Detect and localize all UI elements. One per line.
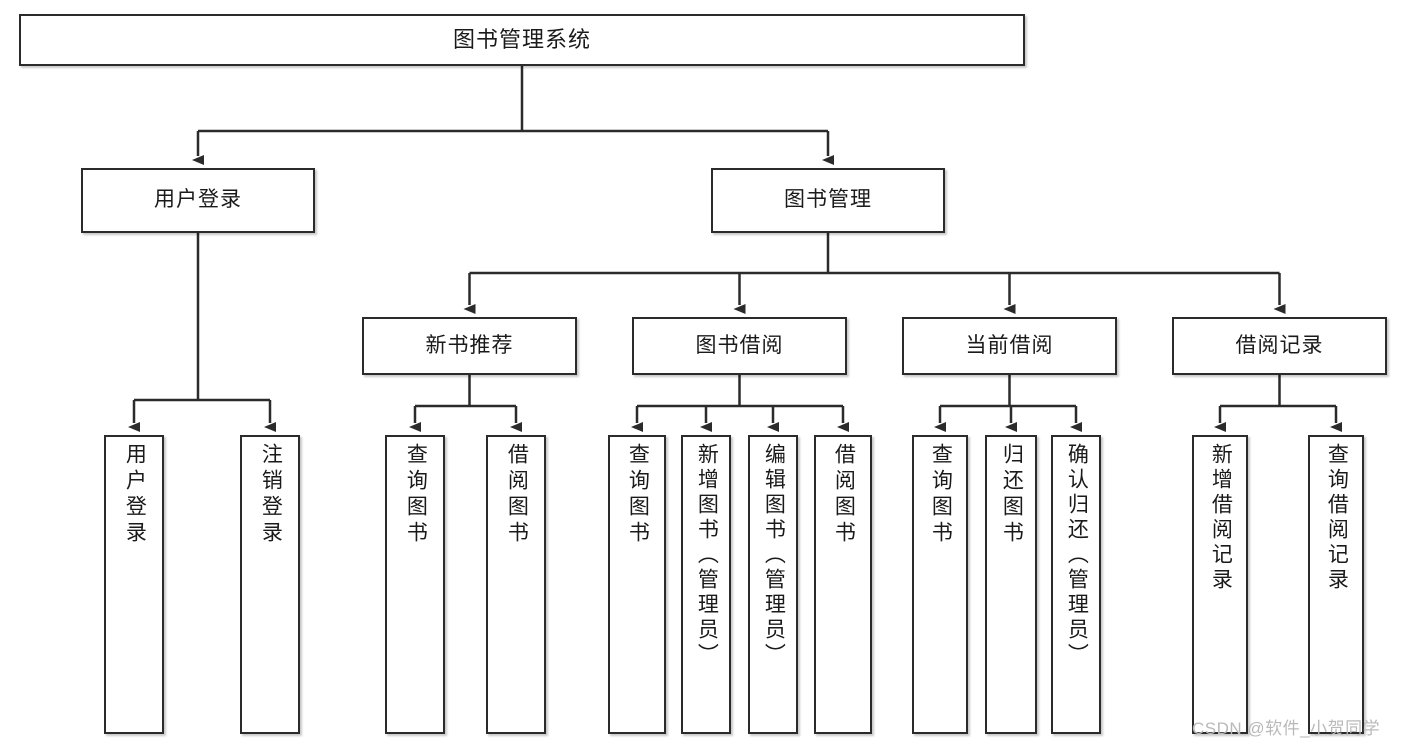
node-borrow[interactable]: 图书借阅 xyxy=(632,317,847,375)
node-newbook[interactable]: 新书推荐 xyxy=(362,317,577,375)
node-label: 新书推荐 xyxy=(425,333,514,357)
node-leaf-confirm[interactable]: 确认归还（管理员） xyxy=(1051,435,1101,734)
edge-group xyxy=(128,66,1342,432)
node-label: 新增图书（管理员） xyxy=(695,443,719,668)
node-leaf-query2[interactable]: 查询图书 xyxy=(608,435,666,734)
node-leaf-editbook[interactable]: 编辑图书（管理员） xyxy=(748,435,798,734)
node-label: 查询图书 xyxy=(404,443,428,547)
node-label: 借阅图书 xyxy=(832,443,856,547)
node-label: 图书管理系统 xyxy=(452,27,591,53)
node-leaf-return[interactable]: 归还图书 xyxy=(985,435,1037,734)
node-leaf-query3[interactable]: 查询图书 xyxy=(912,435,968,734)
node-leaf-query1[interactable]: 查询图书 xyxy=(385,435,445,734)
node-leaf-queryrec[interactable]: 查询借阅记录 xyxy=(1308,435,1364,734)
node-label: 用户登录 xyxy=(123,443,147,547)
node-label: 确认归还（管理员） xyxy=(1065,443,1089,668)
node-root[interactable]: 图书管理系统 xyxy=(19,14,1025,66)
node-label: 图书借阅 xyxy=(695,333,784,357)
node-label: 当前借阅 xyxy=(965,333,1054,357)
node-label: 注销登录 xyxy=(259,443,283,547)
node-records[interactable]: 借阅记录 xyxy=(1172,317,1387,375)
node-leaf-addrec[interactable]: 新增借阅记录 xyxy=(1192,435,1248,734)
node-label: 查询图书 xyxy=(929,443,953,547)
node-label: 借阅图书 xyxy=(505,443,529,547)
node-leaf-borrow1[interactable]: 借阅图书 xyxy=(486,435,546,734)
node-label: 借阅记录 xyxy=(1235,333,1324,357)
node-login[interactable]: 用户登录 xyxy=(81,168,315,233)
node-label: 归还图书 xyxy=(1000,443,1024,547)
node-bookmgmt[interactable]: 图书管理 xyxy=(711,168,945,233)
node-current[interactable]: 当前借阅 xyxy=(902,317,1117,375)
node-label: 查询借阅记录 xyxy=(1325,443,1349,593)
node-label: 用户登录 xyxy=(154,188,242,212)
node-leaf-logout[interactable]: 注销登录 xyxy=(240,435,300,734)
node-leaf-borrow2[interactable]: 借阅图书 xyxy=(814,435,872,734)
node-label: 查询图书 xyxy=(626,443,650,547)
node-leaf-login[interactable]: 用户登录 xyxy=(104,435,164,734)
node-leaf-addbook[interactable]: 新增图书（管理员） xyxy=(681,435,731,734)
node-label: 新增借阅记录 xyxy=(1209,443,1233,593)
node-label: 编辑图书（管理员） xyxy=(762,443,786,668)
node-label: 图书管理 xyxy=(784,188,872,212)
